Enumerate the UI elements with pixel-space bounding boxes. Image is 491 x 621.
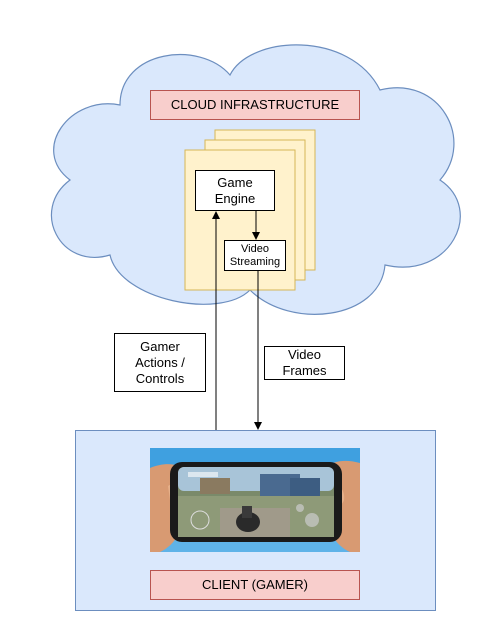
cloud-infrastructure-title: CLOUD INFRASTRUCTURE [150,90,360,120]
video-streaming-box: Video Streaming [224,240,286,271]
gamer-actions-label: Gamer Actions / Controls [114,333,206,392]
game-engine-box: Game Engine [195,170,275,211]
phone-gameplay-photo [150,448,360,552]
client-gamer-title: CLIENT (GAMER) [150,570,360,600]
video-frames-label: Video Frames [264,346,345,380]
